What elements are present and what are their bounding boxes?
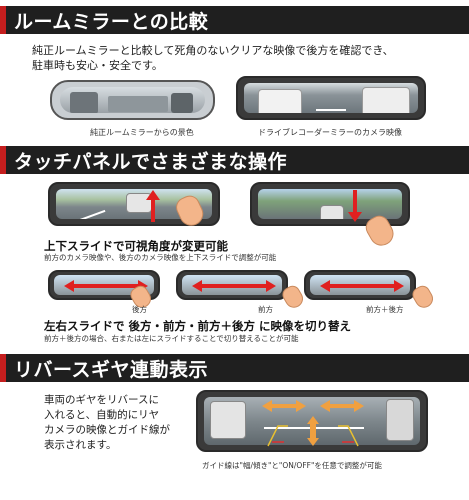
reverse-camera-mirror (196, 390, 428, 452)
label-front: 前方 (258, 305, 273, 314)
arrow-left-right-icon (320, 280, 404, 292)
reverse-desc-line4: 表示されます。 (44, 439, 117, 451)
recorder-mirror-image (236, 76, 426, 120)
stock-mirror-image (50, 80, 215, 120)
section-header-comparison: ルームミラーとの比較 (0, 6, 469, 34)
horizontal-slide-mirror-both (304, 270, 416, 300)
accent-bar (0, 6, 6, 34)
label-front-rear: 前方＋後方 (366, 305, 404, 314)
arrow-down-icon (348, 190, 362, 222)
reverse-desc-line1: 車両のギヤをリバースに (44, 394, 159, 406)
reverse-caption: ガイド線は"幅/傾き"と"ON/OFF"を任意で調整が可能 (202, 461, 382, 470)
section-title: タッチパネルでさまざまな操作 (14, 150, 288, 173)
section-title: リバースギヤ連動表示 (14, 358, 209, 381)
horizontal-slide-desc: 前方＋後方の場合、右または左にスライドすることで切り替えることが可能 (44, 334, 299, 343)
reverse-desc-line2: 入れると、自動的にリヤ (44, 409, 160, 421)
comparison-desc-line1: 純正ルームミラーと比較して死角のないクリアな映像で後方を確認でき、 (32, 44, 394, 57)
section-title: ルームミラーとの比較 (14, 10, 209, 33)
vertical-slide-desc: 前方のカメラ映像や、後方のカメラ映像を上下スライドで調整が可能 (44, 253, 277, 262)
comparison-desc-line2: 駐車時も安心・安全です。 (32, 59, 163, 72)
accent-bar (0, 146, 6, 174)
guide-lines-icon (262, 400, 364, 447)
horizontal-slide-title: 左右スライドで 後方・前方・前方＋後方 に映像を切り替え (44, 319, 352, 333)
vertical-slide-title: 上下スライドで可視角度が変更可能 (44, 239, 228, 253)
label-rear: 後方 (132, 305, 147, 314)
horizontal-slide-mirror-front (176, 270, 288, 300)
arrow-up-icon (146, 190, 160, 222)
arrow-left-right-icon (192, 280, 276, 292)
section-header-touch: タッチパネルでさまざまな操作 (0, 146, 469, 174)
vertical-slide-mirror-down (250, 182, 410, 226)
accent-bar (0, 354, 6, 382)
reverse-desc-line3: カメラの映像とガイド線が (44, 424, 170, 436)
recorder-mirror-caption: ドライブレコーダーミラーのカメラ映像 (258, 128, 402, 137)
stock-mirror-caption: 純正ルームミラーからの景色 (90, 128, 194, 137)
arrow-left-right-icon (64, 280, 148, 292)
section-header-reverse: リバースギヤ連動表示 (0, 354, 469, 382)
